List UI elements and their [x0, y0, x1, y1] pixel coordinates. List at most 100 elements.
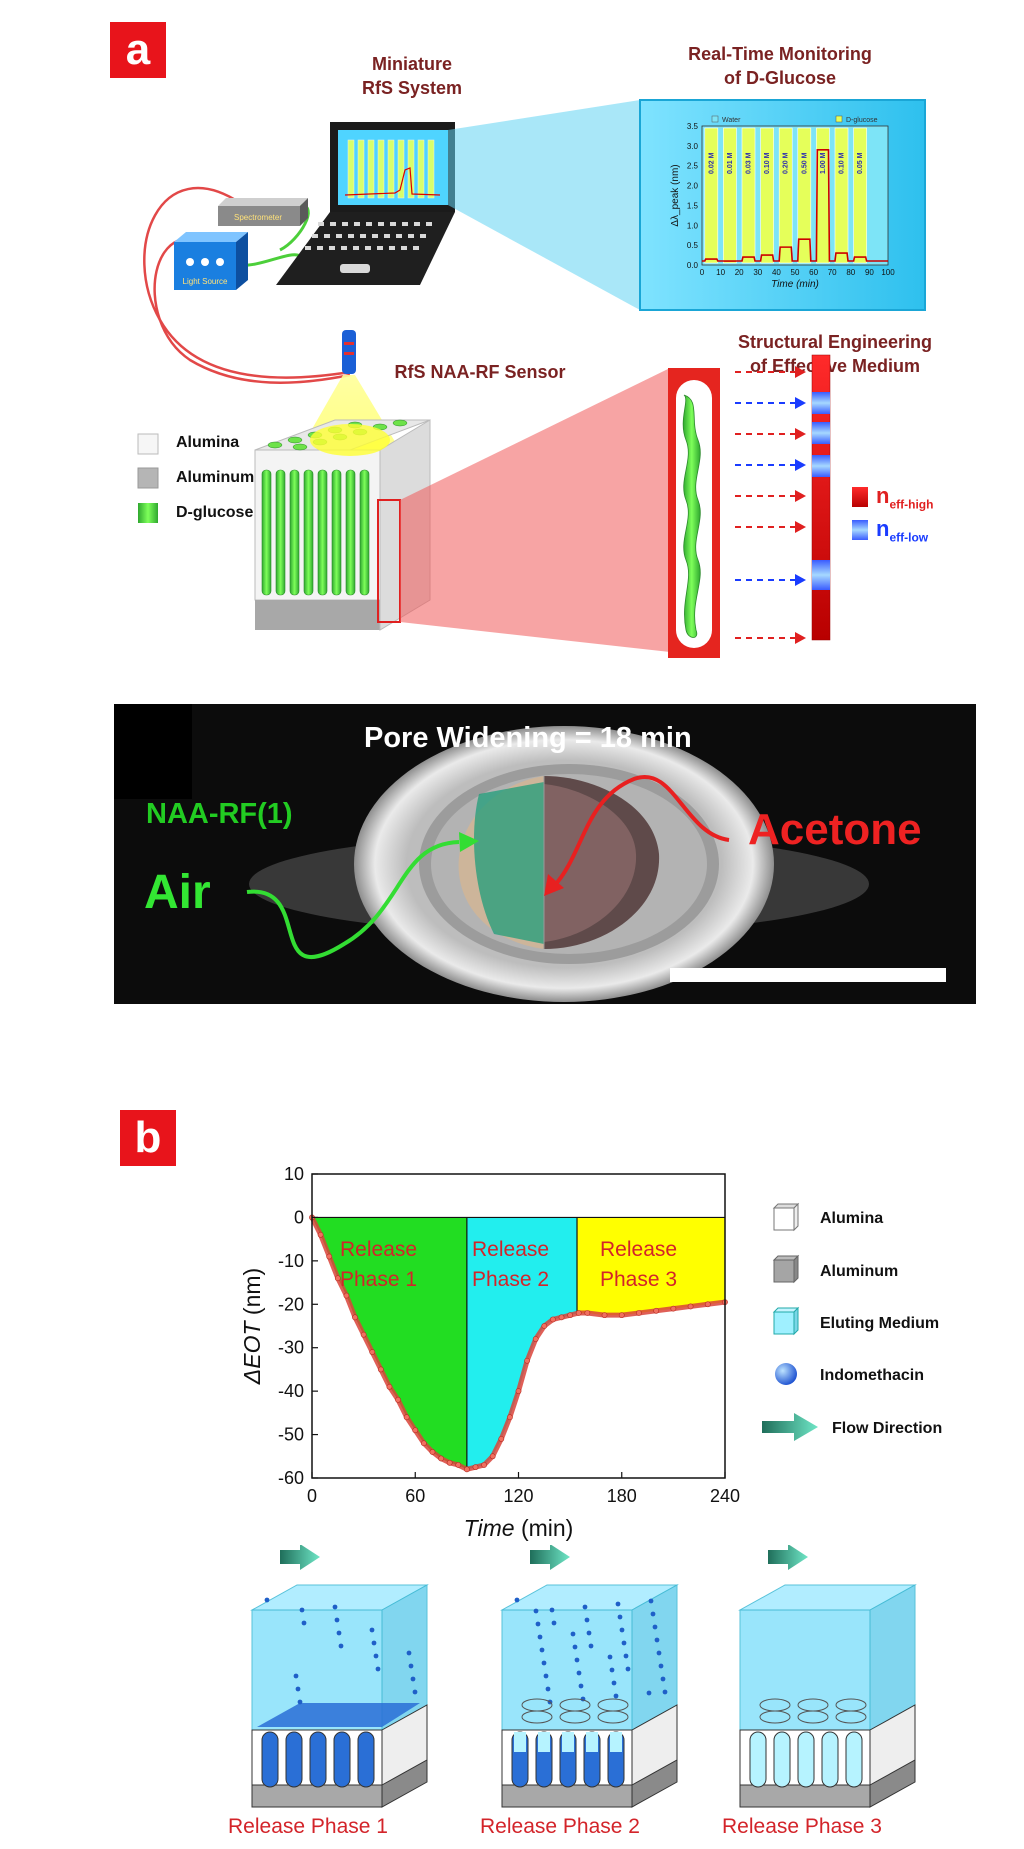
- inset-xtick-label: 40: [772, 268, 781, 277]
- indomethacin-particle: [584, 1617, 590, 1623]
- engineering-title-line1: Structural Engineering: [737, 332, 933, 352]
- inset-xtick-label: 50: [791, 268, 800, 277]
- inset-glucose-band: [760, 127, 774, 264]
- indomethacin-particle: [338, 1643, 344, 1649]
- y-tick-label: -10: [278, 1251, 304, 1271]
- indomethacin-particle: [301, 1620, 307, 1626]
- phase-1-fill: [312, 1217, 467, 1470]
- system-title-line2: RfS System: [361, 78, 463, 98]
- inset-ytick-label: 2.5: [687, 162, 699, 171]
- release-phase-3-block: [738, 1545, 917, 1808]
- indomethacin-particle: [297, 1699, 303, 1705]
- indomethacin-particle: [623, 1653, 629, 1659]
- nanopore: [285, 1731, 303, 1788]
- aluminum-base: [739, 1784, 871, 1808]
- chart-phase-3-line2: Phase 3: [600, 1268, 678, 1291]
- inset-legend-water: Water: [722, 117, 741, 124]
- inset-xtick-label: 10: [716, 268, 725, 277]
- panel-b-label: b: [120, 1110, 176, 1166]
- delta-eot-point: [403, 1414, 410, 1421]
- inset-band-label: 0.10 M: [839, 152, 846, 174]
- probe-arrows: [735, 366, 806, 644]
- delta-eot-point: [550, 1316, 556, 1323]
- delta-eot-point: [704, 1301, 711, 1308]
- indomethacin-particle: [299, 1607, 305, 1613]
- x-tick-label: 180: [607, 1486, 637, 1506]
- aluminum-base: [501, 1784, 633, 1808]
- aluminum-cube-icon: [772, 1254, 800, 1284]
- y-tick-label: 10: [284, 1164, 304, 1184]
- indomethacin-particle: [514, 1597, 520, 1603]
- pore-opening: [521, 1698, 553, 1712]
- delta-eot-point: [687, 1303, 694, 1310]
- panel-b-legend-icons: [762, 1202, 818, 1441]
- inset-glucose-band: [741, 127, 756, 264]
- flow-arrow-icon: [768, 1545, 808, 1570]
- legend-b-aluminum: Aluminum: [820, 1263, 899, 1280]
- indomethacin-particle: [535, 1621, 541, 1627]
- inset-xtick-label: 30: [753, 268, 762, 277]
- nanopore: [261, 1731, 279, 1788]
- light-source-device: Light Source: [174, 232, 248, 290]
- y-tick-label: 0: [294, 1207, 304, 1227]
- engineering-title: Structural Engineering of Effective Medi…: [710, 330, 960, 378]
- panel-a-legend-swatches: [137, 433, 159, 523]
- indomethacin-particle: [369, 1627, 375, 1633]
- indomethacin-particle: [334, 1617, 340, 1623]
- nanopore: [773, 1731, 791, 1788]
- delta-eot-point: [334, 1275, 341, 1282]
- delta-eot-point: [558, 1314, 565, 1321]
- neff-low-swatch: [852, 520, 868, 540]
- indomethacin-particle: [609, 1667, 615, 1673]
- inset-band-label: 0.50 M: [801, 152, 808, 174]
- indomethacin-particle: [582, 1604, 588, 1610]
- monitor-title: Real-Time Monitoring of D-Glucose: [660, 42, 900, 90]
- nanopore: [357, 1731, 375, 1788]
- indomethacin-particle: [541, 1660, 547, 1666]
- delta-eot-point: [352, 1314, 358, 1321]
- delta-eot-point: [412, 1427, 419, 1434]
- chart-phase-1-line1: Release: [340, 1238, 418, 1261]
- indomethacin-particle: [576, 1670, 582, 1676]
- neff-high-label: neff-high: [876, 483, 933, 511]
- effective-medium-stack: [811, 354, 831, 641]
- chart-phase-2-line2: Phase 2: [472, 1268, 550, 1291]
- y-tick-label: -60: [278, 1468, 304, 1488]
- chart-phase-3-label: Release Phase 3: [600, 1235, 677, 1295]
- delta-eot-point: [343, 1292, 350, 1299]
- inset-ytick-label: 1.5: [687, 201, 699, 210]
- nanopore-partial-fill: [514, 1732, 526, 1752]
- indomethacin-particle: [607, 1654, 613, 1660]
- delta-eot-point: [601, 1312, 608, 1319]
- inset-ytick-label: 3.5: [687, 122, 699, 131]
- neff-low-n: n: [876, 516, 890, 541]
- caption-phase-2: Release Phase 2: [480, 1815, 640, 1838]
- sample-photo: [114, 704, 976, 1004]
- indomethacin-particle: [586, 1630, 592, 1636]
- air-label: Air: [144, 866, 211, 919]
- delta-eot-point: [670, 1305, 677, 1312]
- pore-opening: [559, 1698, 591, 1712]
- neff-high-sub: eff-high: [889, 497, 934, 512]
- inset-glucose-band: [834, 127, 849, 264]
- indomethacin-particle: [375, 1666, 381, 1672]
- aluminum-side: [381, 1759, 428, 1808]
- delta-eot-point: [386, 1383, 393, 1390]
- pore-opening: [835, 1698, 867, 1712]
- inset-legend-glucose-swatch: [835, 115, 843, 123]
- aluminum-base: [251, 1784, 383, 1808]
- panel-a-label: a: [110, 22, 166, 78]
- caption-phase-3: Release Phase 3: [722, 1815, 882, 1838]
- delta-eot-point: [541, 1323, 548, 1329]
- inset-ytick-label: 1.0: [687, 221, 699, 230]
- indomethacin-particle: [410, 1676, 416, 1682]
- inset-legend-glucose: D-glucose: [846, 117, 878, 124]
- delta-eot-point: [498, 1436, 505, 1442]
- inset-ytick-label: 2.0: [687, 182, 699, 191]
- legend-aluminum: Aluminum: [176, 469, 255, 486]
- delta-eot-point: [438, 1455, 444, 1462]
- inset-legend-water-swatch: [711, 115, 719, 123]
- indomethacin-particle: [543, 1673, 549, 1679]
- laptop: [276, 122, 455, 285]
- monitor-title-line2: of D-Glucose: [723, 68, 836, 88]
